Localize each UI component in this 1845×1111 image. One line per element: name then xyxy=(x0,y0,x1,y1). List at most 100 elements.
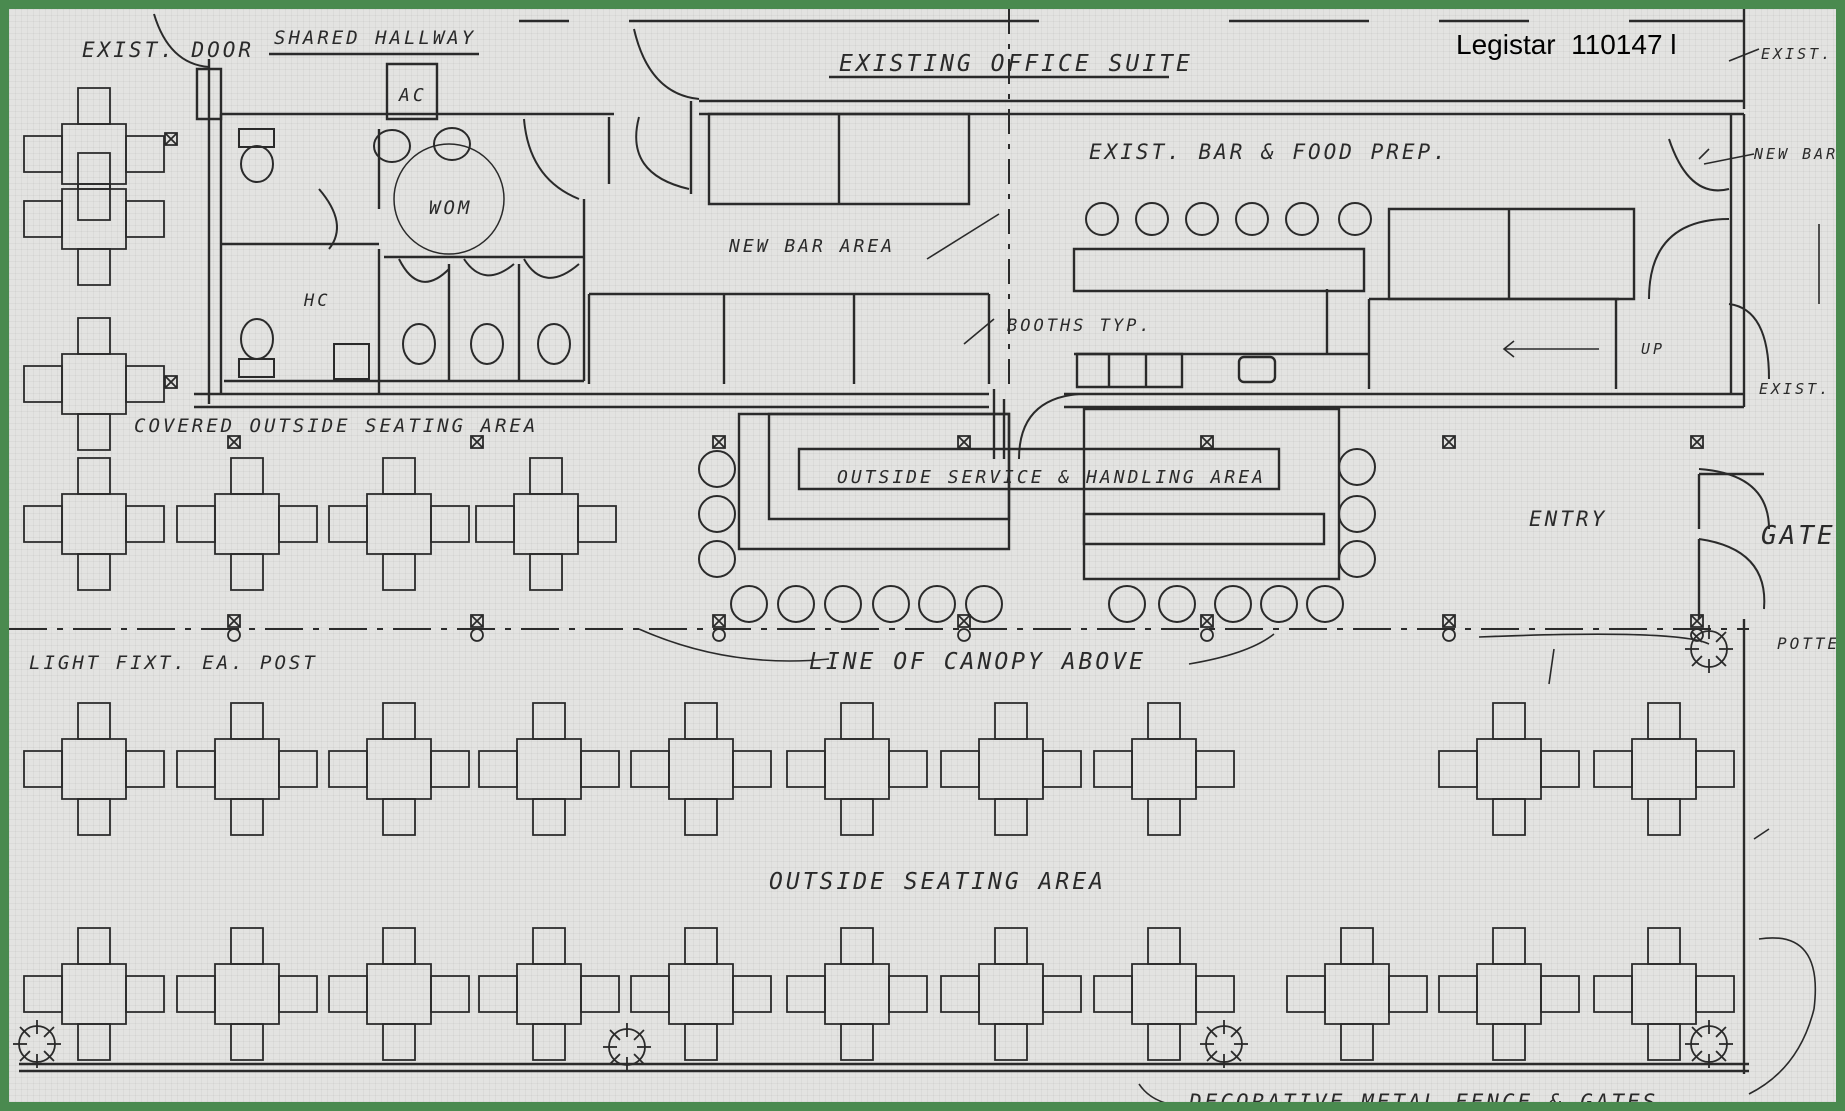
label-new-bar-entrance: NEW BAR ENTRANCE xyxy=(1753,145,1836,163)
table-with-chairs xyxy=(177,928,317,1060)
table-with-chairs xyxy=(479,928,619,1060)
bar-stool xyxy=(1236,203,1268,235)
door-swings xyxy=(154,14,1769,609)
bar-stool xyxy=(1215,586,1251,622)
bar-stool xyxy=(825,586,861,622)
light-post xyxy=(1443,436,1455,448)
light-post xyxy=(1201,615,1213,627)
label-exist-door: EXIST. DOOR xyxy=(82,38,254,62)
table-with-chairs xyxy=(941,703,1081,835)
table-with-chairs xyxy=(329,703,469,835)
table-with-chairs xyxy=(24,318,164,450)
potted-plant xyxy=(603,1023,651,1071)
label-light-fixt: LIGHT FIXT. EA. POST xyxy=(29,652,318,674)
legistar-stamp: Legistar 110147 l xyxy=(1456,29,1677,60)
label-line-canopy: LINE OF CANOPY ABOVE xyxy=(809,649,1146,675)
table-with-chairs xyxy=(329,928,469,1060)
potted-plant xyxy=(1685,625,1733,673)
table-with-chairs xyxy=(941,928,1081,1060)
table-with-chairs xyxy=(177,458,317,590)
light-post xyxy=(228,436,240,448)
light-post xyxy=(1443,615,1455,627)
bar-stool xyxy=(873,586,909,622)
table-with-chairs xyxy=(177,703,317,835)
label-new-bar-area: NEW BAR AREA xyxy=(728,236,895,257)
table-with-chairs xyxy=(1439,928,1579,1060)
label-decorative-fence: DECORATIVE METAL FENCE & GATES xyxy=(1188,1090,1658,1102)
table-with-chairs xyxy=(24,458,164,590)
table-with-chairs xyxy=(787,703,927,835)
light-post xyxy=(713,436,725,448)
bar-stool xyxy=(1086,203,1118,235)
light-post xyxy=(1201,436,1213,448)
label-entry: ENTRY xyxy=(1529,507,1607,531)
table-with-chairs xyxy=(476,458,616,590)
table-with-chairs xyxy=(1594,928,1734,1060)
table-with-chairs xyxy=(24,88,164,220)
potted-plant xyxy=(1685,1020,1733,1068)
label-covered-outside: COVERED OUTSIDE SEATING AREA xyxy=(134,415,538,437)
light-fixture xyxy=(471,629,483,641)
table-groups xyxy=(24,88,1734,1060)
bar-stool xyxy=(1339,541,1375,577)
table-with-chairs xyxy=(1094,928,1234,1060)
bar-stool xyxy=(1286,203,1318,235)
label-booths: BOOTHS TYP. xyxy=(1007,316,1153,336)
light-post xyxy=(471,436,483,448)
bar-stool xyxy=(1261,586,1297,622)
bar-stool xyxy=(1159,586,1195,622)
label-exist-entrance-side: EXIST. ENTRANCE xyxy=(1759,380,1836,398)
table-with-chairs xyxy=(1287,928,1427,1060)
bar-stool xyxy=(919,586,955,622)
label-hc: HC xyxy=(303,291,330,311)
light-post xyxy=(1691,436,1703,448)
bar-stool xyxy=(1339,496,1375,532)
light-fixture xyxy=(958,629,970,641)
floor-plan-sheet: EXIST. DOOR SHARED HALLWAY AC EXISTING O… xyxy=(9,9,1836,1102)
bar-stool xyxy=(699,496,735,532)
light-post xyxy=(1691,615,1703,627)
table-with-chairs xyxy=(1094,703,1234,835)
potted-plant xyxy=(1200,1020,1248,1068)
bar-stools xyxy=(699,203,1375,622)
label-potted-plant: POTTED PLANT xyxy=(1777,634,1836,653)
label-ac: AC xyxy=(398,85,427,106)
table-with-chairs xyxy=(631,703,771,835)
label-outside-service: OUTSIDE SERVICE & HANDLING AREA xyxy=(837,467,1266,488)
label-exist-entrance-top: EXIST. OFF. ENTRANCE xyxy=(1761,45,1836,63)
table-with-chairs xyxy=(24,928,164,1060)
bar-stool xyxy=(1307,586,1343,622)
bar-stool xyxy=(699,451,735,487)
table-with-chairs xyxy=(1439,703,1579,835)
light-post xyxy=(713,615,725,627)
canopy-line xyxy=(9,9,1749,629)
bar-stool xyxy=(1109,586,1145,622)
restroom-fixtures xyxy=(239,127,571,379)
label-outside-seating: OUTSIDE SEATING AREA xyxy=(769,869,1106,895)
bar-stool xyxy=(966,586,1002,622)
bar-stool xyxy=(1339,449,1375,485)
bar-stool xyxy=(778,586,814,622)
bar-stool xyxy=(731,586,767,622)
light-fixture xyxy=(1201,629,1213,641)
label-wom: WOM xyxy=(429,197,472,219)
label-up: UP xyxy=(1641,340,1665,358)
potted-plants xyxy=(13,625,1733,1071)
light-post xyxy=(165,133,177,145)
floor-plan-drawing: EXIST. DOOR SHARED HALLWAY AC EXISTING O… xyxy=(9,9,1836,1102)
label-existing-office-suite: EXISTING OFFICE SUITE xyxy=(839,51,1193,77)
table-with-chairs xyxy=(479,703,619,835)
bar-stool xyxy=(1136,203,1168,235)
light-post xyxy=(165,376,177,388)
table-with-chairs xyxy=(631,928,771,1060)
light-post xyxy=(228,615,240,627)
light-post xyxy=(471,615,483,627)
leader-lines xyxy=(639,49,1819,1102)
table-with-chairs xyxy=(24,153,164,285)
light-post xyxy=(958,615,970,627)
potted-plant xyxy=(13,1020,61,1068)
bar-stool xyxy=(1339,203,1371,235)
light-post xyxy=(958,436,970,448)
label-gate: GATE xyxy=(1761,521,1836,551)
table-with-chairs xyxy=(24,703,164,835)
